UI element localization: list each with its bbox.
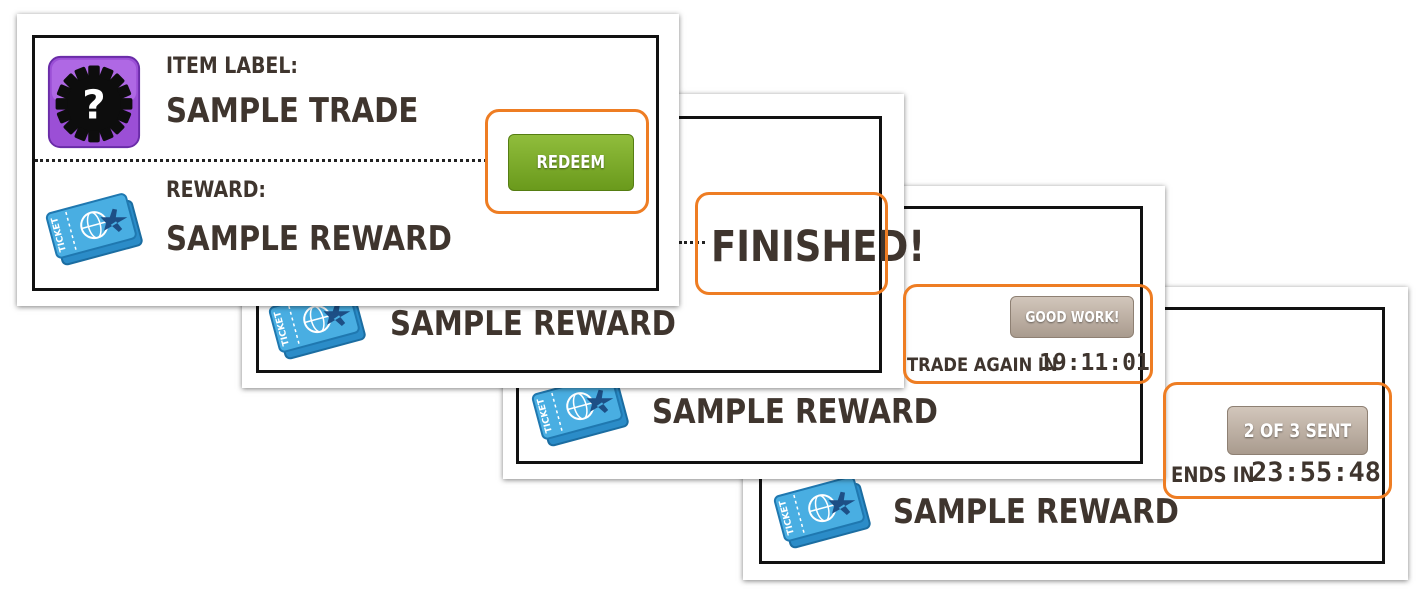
timer-prefix: ENDS IN — [1171, 463, 1255, 487]
sent-status-highlight — [1163, 382, 1392, 499]
good-work-highlight — [903, 284, 1153, 384]
redeem-highlight — [485, 109, 649, 214]
redeem-button[interactable]: REDEEM — [508, 134, 634, 191]
card-frame — [32, 35, 659, 291]
finished-highlight — [695, 192, 888, 295]
reward-value: SAMPLE REWARD — [390, 304, 676, 344]
reward-value: SAMPLE REWARD — [893, 492, 1179, 532]
ticket-icon — [45, 190, 145, 266]
divider-line — [35, 159, 487, 162]
countdown-timer: 23:55:48 — [1251, 457, 1382, 488]
redeem-button-label: REDEEM — [536, 152, 606, 173]
reward-label: REWARD: — [166, 178, 267, 203]
reward-value: SAMPLE REWARD — [652, 392, 938, 432]
sent-status-button-label: 2 OF 3 SENT — [1243, 419, 1352, 442]
finished-status-text: FINISHED! — [711, 222, 926, 272]
item-value: SAMPLE TRADE — [166, 91, 419, 131]
good-work-button-label: GOOD WORK! — [1024, 308, 1120, 326]
question-gear-icon — [46, 54, 142, 150]
item-label: ITEM LABEL: — [166, 54, 298, 79]
good-work-button[interactable]: GOOD WORK! — [1010, 296, 1134, 338]
trade-card-1: ITEM LABEL: SAMPLE TRADE REWARD: SAMPLE … — [17, 14, 679, 306]
timer-prefix: TRADE AGAIN IN — [907, 354, 1058, 376]
ticket-icon — [773, 473, 873, 549]
divider-line — [679, 241, 705, 244]
sent-status-button[interactable]: 2 OF 3 SENT — [1227, 406, 1368, 455]
reward-value: SAMPLE REWARD — [166, 219, 452, 259]
countdown-timer: 19:11:01 — [1039, 350, 1150, 376]
